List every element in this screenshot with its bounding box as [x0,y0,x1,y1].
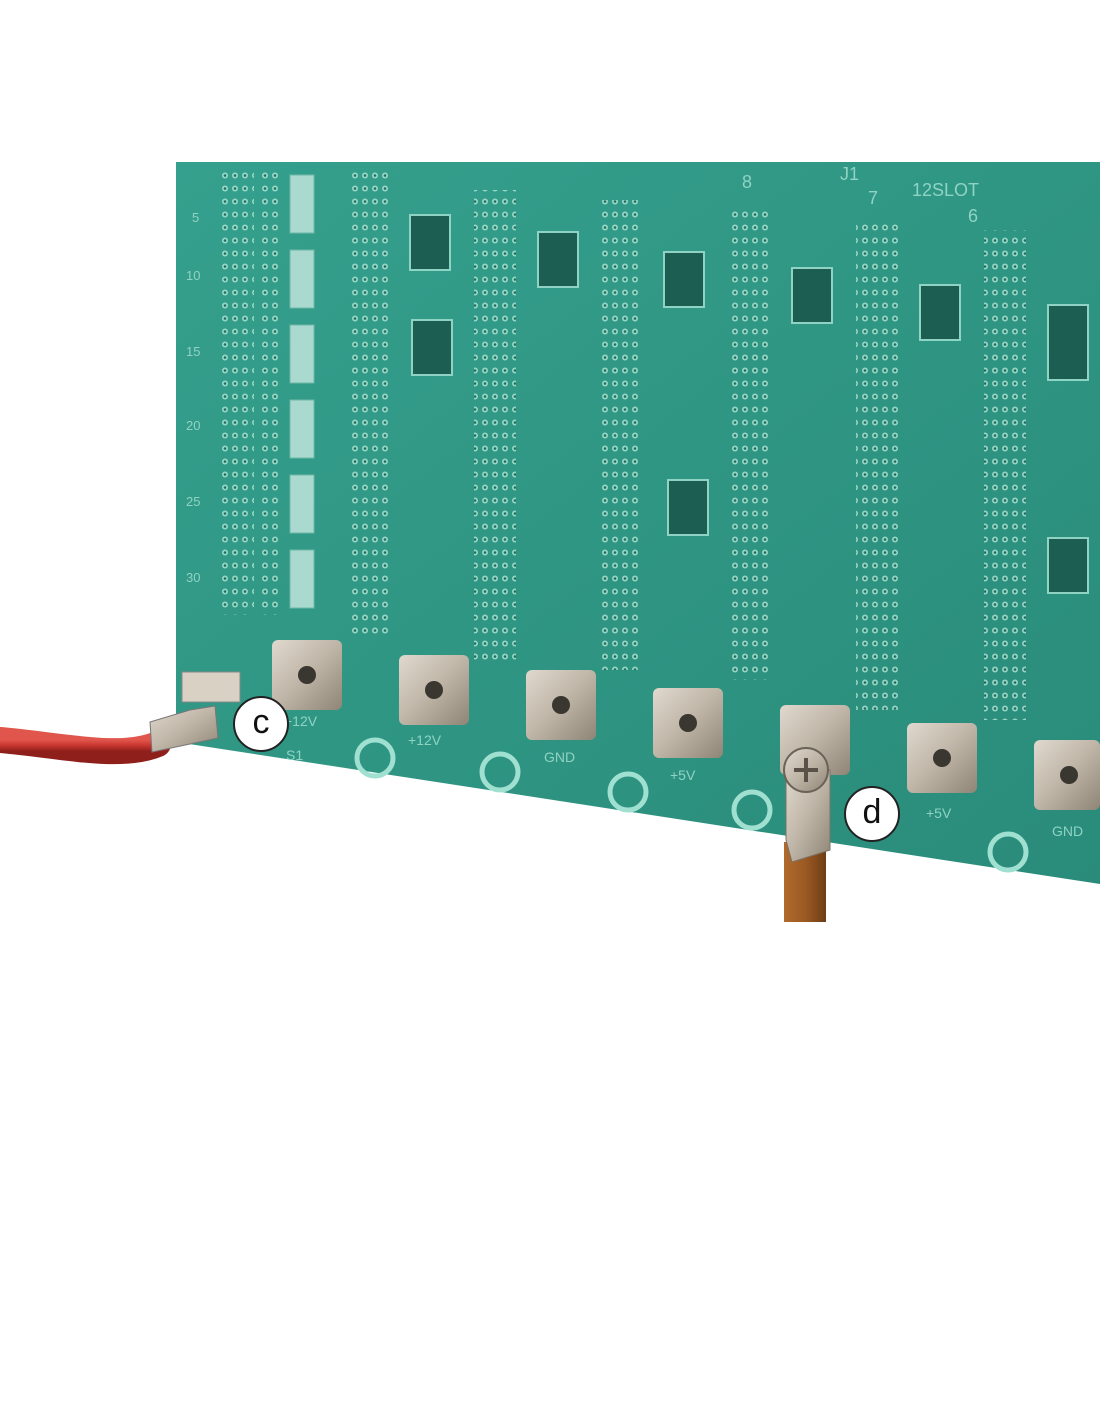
ic-chips [409,214,1089,594]
terminal-label-5: +5V [926,805,952,821]
terminal-7 [1034,740,1100,810]
row-marker-30: 30 [186,570,200,585]
terminal-1 [272,640,342,710]
row-marker-15: 15 [186,344,200,359]
row-marker-10: 10 [186,268,200,283]
callout-c: c [233,696,289,752]
brown-wire-assembly [783,747,831,922]
callout-d: d [844,786,900,842]
terminal-label-2: +12V [408,732,442,748]
terminal-labels: +12V +12V GND +5V +5V GND S1 [284,713,1083,839]
red-wire [0,727,171,765]
slot-number-8: 8 [742,172,752,192]
terminal-label-3: GND [544,749,575,765]
terminal-label-4: +5V [670,767,696,783]
slot-number-6: 6 [968,206,978,226]
slot-number-7: 7 [868,188,878,208]
terminal-4 [653,688,723,758]
terminal-2 [399,655,469,725]
board-header-silkscreen: J1 12SLOT 8 7 6 [742,164,979,226]
row-markers: 5 10 15 20 25 30 [186,210,200,585]
header-12slot: 12SLOT [912,180,979,200]
red-wire-assembly [0,671,241,765]
resistor-packs [289,174,315,609]
spade-tab [181,671,241,703]
terminal-label-6: GND [1052,823,1083,839]
spade-connector [149,705,219,753]
callout-c-label: c [252,703,270,741]
callout-d-label: d [862,793,882,831]
terminal-6 [907,723,977,793]
row-marker-25: 25 [186,494,200,509]
row-marker-20: 20 [186,418,200,433]
terminal-label-1: +12V [284,713,318,729]
slot-via-columns [222,170,1026,720]
row-marker-5: 5 [192,210,199,225]
terminal-3 [526,670,596,740]
header-j1: J1 [840,164,859,184]
power-terminals [272,640,1100,810]
connector-ref-s1: S1 [286,747,303,763]
mounting-holes [354,737,1029,873]
